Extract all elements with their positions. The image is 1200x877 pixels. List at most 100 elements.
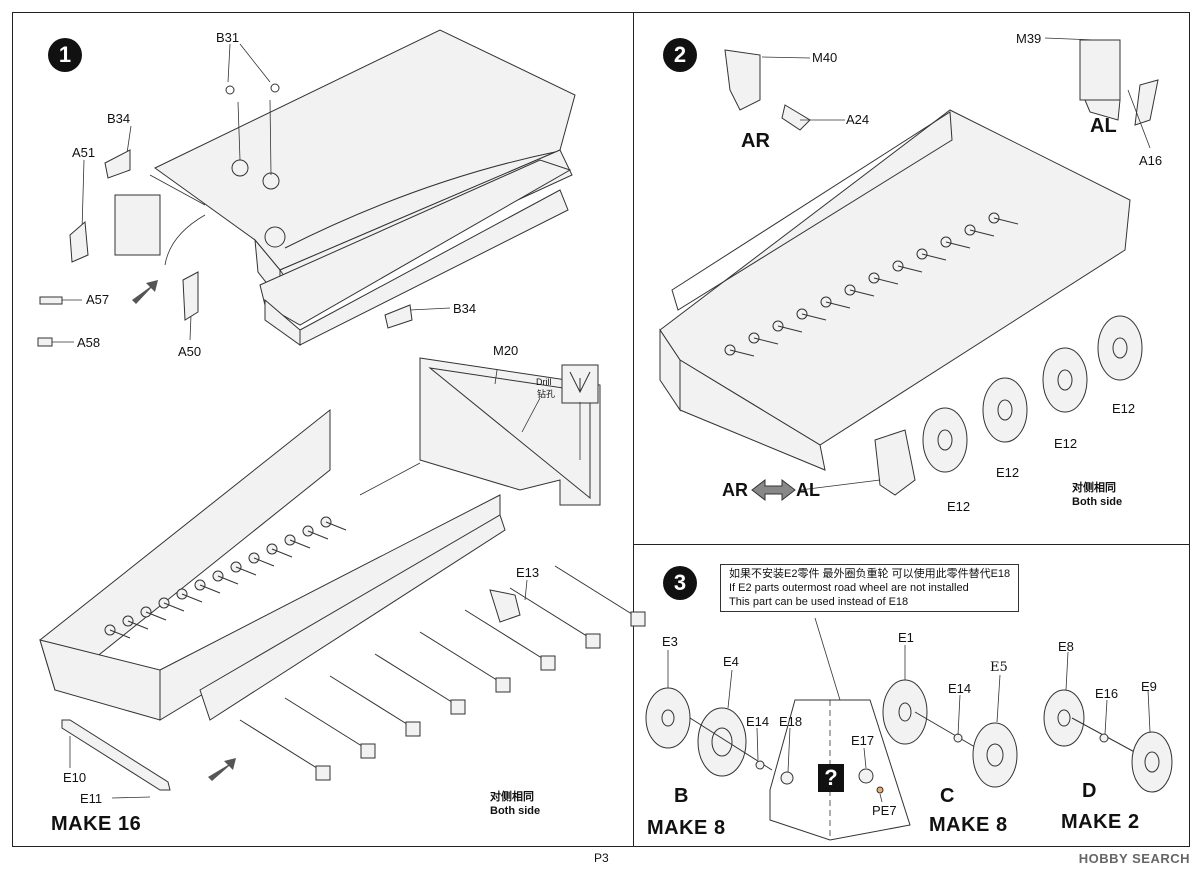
swing-arm-rod: [239, 719, 321, 771]
label-m40: M40: [812, 50, 838, 65]
swing-arm-rod: [509, 587, 591, 639]
step3-panel: [633, 544, 1190, 847]
axle-shaft: [199, 584, 221, 594]
label-e12-c: E12: [996, 465, 1020, 480]
label-e4: E4: [723, 654, 739, 669]
label-e14-a: E14: [746, 714, 770, 729]
step3-parts: [645, 617, 1173, 841]
note-en-1: If E2 parts outermost road wheel are not…: [729, 582, 969, 594]
swing-arm-rod: [329, 675, 411, 727]
note-en-2: This part can be used instead of E18: [729, 596, 909, 608]
axle-shaft: [729, 349, 755, 357]
label-a16: A16: [1139, 153, 1163, 168]
variant-c: C: [940, 785, 955, 807]
swing-arm-rods: [239, 565, 646, 781]
label-b34-top: B34: [107, 111, 131, 126]
swing-arm-end: [495, 677, 511, 693]
label-al: AL: [1090, 115, 1117, 137]
label-e11: E11: [80, 791, 103, 806]
variant-b: B: [674, 785, 689, 807]
axle-shaft: [993, 217, 1019, 225]
swing-arm-end: [360, 743, 376, 759]
label-a51: A51: [72, 145, 96, 160]
make-16: MAKE 16: [51, 813, 142, 835]
road-wheel-hub: [1057, 369, 1073, 391]
label-m39: M39: [1016, 31, 1042, 46]
axle-shaft: [325, 521, 347, 531]
axle-shaft: [181, 593, 203, 603]
label-pe7: PE7: [872, 803, 897, 818]
swing-arm-end: [405, 721, 421, 737]
axle-shaft: [897, 265, 923, 273]
label-b34-bottom: B34: [453, 301, 477, 316]
label-e1: E1: [898, 630, 914, 645]
make-8-c: MAKE 8: [929, 814, 1008, 836]
both-side-en-2: Both side: [1072, 496, 1123, 508]
road-wheel-hub: [1112, 337, 1128, 359]
label-e12-d: E12: [947, 499, 971, 514]
make-8-b: MAKE 8: [647, 817, 726, 839]
swing-arm-end: [315, 765, 331, 781]
label-e16: E16: [1095, 686, 1119, 701]
swing-arm-end: [585, 633, 601, 649]
label-e3: E3: [662, 634, 678, 649]
both-side-cn-2: 对侧相同: [1072, 482, 1116, 494]
step-1-badge: 1: [48, 38, 82, 72]
step-2-badge: 2: [663, 38, 697, 72]
step2-hull: [659, 37, 1159, 502]
label-e12-a: E12: [1112, 401, 1136, 416]
axle-shaft: [253, 557, 275, 567]
axle-shaft: [873, 277, 899, 285]
label-e9: E9: [1141, 679, 1157, 694]
road-wheel: [1042, 347, 1088, 413]
axle-shaft: [801, 313, 827, 321]
swing-arm-rod: [419, 631, 501, 683]
axle-shaft: [969, 229, 995, 237]
both-side-cn-1: 对侧相同: [490, 791, 534, 803]
question-mark-badge: ?: [818, 764, 844, 792]
axle-shaft: [235, 566, 257, 576]
axle-shaft: [109, 629, 131, 639]
label-e13: E13: [516, 565, 540, 580]
axle-shaft: [777, 325, 803, 333]
step1-hull-upper: [37, 29, 576, 347]
axle-shaft: [145, 611, 167, 621]
variant-d: D: [1082, 780, 1097, 802]
axle-shaft: [921, 253, 947, 261]
road-wheel: [982, 377, 1028, 443]
swing-arm-rod: [554, 565, 636, 617]
label-ar-swap: AR: [722, 480, 748, 500]
label-al-swap: AL: [796, 480, 820, 500]
label-e8: E8: [1058, 639, 1074, 654]
road-wheel: [922, 407, 968, 473]
label-a50: A50: [178, 344, 202, 359]
e18-substitution-note: 如果不安装E2零件 最外圈负重轮 可以使用此零件替代E18 If E2 part…: [720, 564, 1020, 612]
axle-shaft: [127, 620, 149, 630]
make-2-d: MAKE 2: [1061, 811, 1140, 833]
label-e18: E18: [779, 714, 803, 729]
axle-shaft: [753, 337, 779, 345]
page-number: P3: [594, 851, 609, 865]
swing-arm-rod: [464, 609, 546, 661]
label-e14-b: E14: [948, 681, 972, 696]
label-drill: Drill: [536, 377, 552, 387]
axle-shaft: [825, 301, 851, 309]
axle-shaft: [945, 241, 971, 249]
road-wheel-hub: [997, 399, 1013, 421]
swing-arm-end: [450, 699, 466, 715]
label-a58: A58: [77, 335, 101, 350]
road-wheel-hub: [937, 429, 953, 451]
note-cn: 如果不安装E2零件 最外圈负重轮 可以使用此零件替代E18: [729, 568, 1011, 580]
axle-stub: [122, 615, 134, 627]
both-side-en-1: Both side: [490, 805, 541, 817]
label-ar: AR: [741, 130, 770, 152]
label-e10: E10: [63, 770, 87, 785]
road-wheel: [1097, 315, 1143, 381]
label-e5: E5: [990, 660, 1008, 675]
axle-shaft: [163, 602, 185, 612]
axle-shaft: [289, 539, 311, 549]
label-e17: E17: [851, 733, 875, 748]
label-m20: M20: [493, 343, 519, 358]
torsion-bar-axles: [104, 516, 347, 639]
